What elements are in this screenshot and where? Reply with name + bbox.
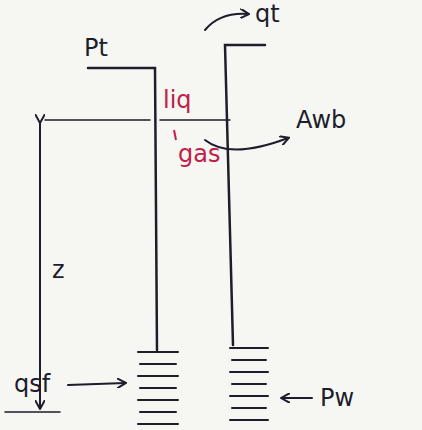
dimension-label: z — [52, 258, 65, 282]
phase-label: liq — [163, 88, 192, 112]
phase-label: gas — [178, 142, 220, 166]
base-line — [5, 411, 60, 413]
tick-mark — [174, 130, 176, 140]
flow-arrow — [205, 14, 248, 30]
perforations — [138, 348, 268, 424]
rate-label: qt — [255, 2, 280, 26]
tubing-wall-right — [225, 45, 265, 345]
interface-line — [160, 119, 230, 121]
tubing-wall-left — [88, 68, 157, 350]
pressure-label: Pw — [320, 386, 354, 410]
interface-line — [45, 119, 150, 121]
inflow-arrow — [68, 383, 125, 385]
pressure-arrow — [282, 397, 312, 399]
rate-label: qsf — [14, 372, 50, 396]
area-label: Awb — [296, 108, 346, 132]
dimension-line — [39, 122, 41, 408]
pressure-label: Pt — [84, 36, 108, 60]
